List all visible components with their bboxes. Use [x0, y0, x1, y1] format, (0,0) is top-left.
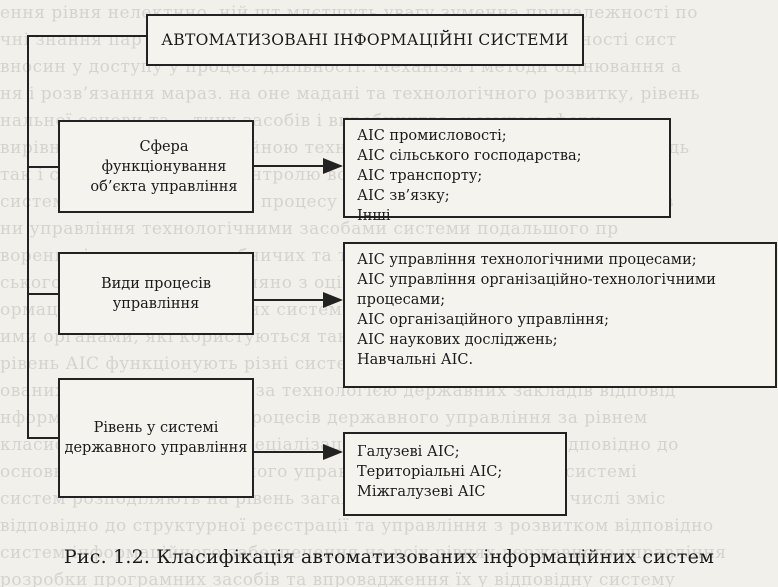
title-box: АВТОМАТИЗОВАНІ ІНФОРМАЦІЙНІ СИСТЕМИ	[146, 14, 584, 66]
criterion-process-box: Види процесів управління	[58, 252, 254, 335]
category-item: Міжгалузеві АІС	[357, 484, 486, 500]
category-item: АІС організаційного управління;	[357, 312, 609, 328]
figure-caption: Рис. 1.2. Класифікація автоматизованих і…	[63, 546, 715, 568]
connector-spine-criterion-3	[27, 437, 58, 439]
category-item: АІС сільського господарства;	[357, 148, 582, 164]
criterion-sphere-label: Сфера функціонування об’єкта управління	[90, 138, 238, 195]
criterion-level-label: Рівень у системі державного управління	[64, 420, 248, 456]
category-item: АІС управління технологічними процесами;	[357, 252, 697, 268]
category-item: Галузеві АІС;	[357, 444, 460, 460]
connector-spine-criterion-2	[27, 293, 58, 295]
category-item: АІС транспорту;	[357, 168, 483, 184]
category-item: АІС управління організаційно-технологічн…	[357, 272, 716, 308]
category-gov-level-box: Галузеві АІС; Територіальні АІС; Міжгалу…	[343, 432, 567, 516]
category-item: АІС промисловості;	[357, 128, 507, 144]
criterion-sphere-box: Сфера функціонування об’єкта управління	[58, 120, 254, 213]
category-item: АІС зв’язку;	[357, 188, 450, 204]
connector-title	[27, 35, 146, 37]
category-industry-box: АІС промисловості; АІС сільського господ…	[343, 118, 671, 224]
connector-spine-criterion-1	[27, 166, 58, 168]
criterion-process-label: Види процесів управління	[100, 275, 212, 312]
category-item: Інші	[357, 208, 391, 224]
category-item: Навчальні АІС.	[357, 352, 474, 368]
criterion-level-box: Рівень у системі державного управління	[58, 378, 254, 498]
title-text: АВТОМАТИЗОВАНІ ІНФОРМАЦІЙНІ СИСТЕМИ	[161, 31, 569, 49]
category-process-types-box: АІС управління технологічними процесами;…	[343, 242, 777, 388]
category-item: АІС наукових досліджень;	[357, 332, 558, 348]
connector-spine	[27, 36, 29, 438]
category-item: Територіальні АІС;	[357, 464, 503, 480]
